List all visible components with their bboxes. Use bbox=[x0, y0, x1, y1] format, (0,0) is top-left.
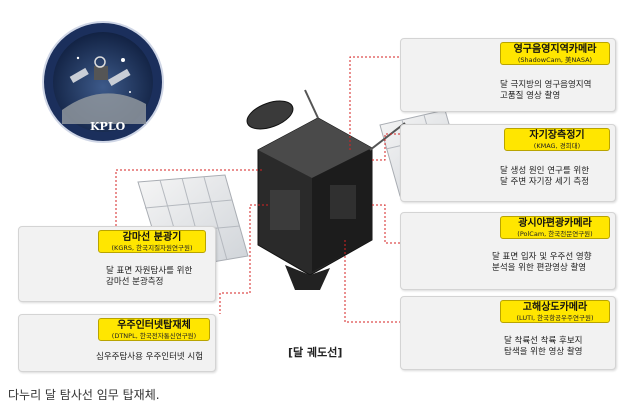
payload-title: 자기장측정기 bbox=[529, 130, 585, 141]
description-line: 달 극지방의 영구음영지역 bbox=[500, 80, 592, 90]
payload-description: 달 표면 입자 및 우주선 영향 분석을 위한 편광영상 촬영 bbox=[492, 252, 592, 274]
description-line: 달 착륙선 착륙 후보지 bbox=[504, 336, 583, 346]
description-line: 달 표면 입자 및 우주선 영향 bbox=[492, 252, 592, 262]
payload-affiliation: (ShadowCam, 美NASA) bbox=[517, 56, 593, 64]
payload-title: 우주인터넷탑재체 bbox=[117, 320, 191, 331]
payload-affiliation: (KMAG, 경희대) bbox=[533, 142, 581, 150]
description-line: 심우주탐사용 우주인터넷 시험 bbox=[96, 352, 204, 362]
payload-tag-shadowcam: 영구음영지역카메라 (ShadowCam, 美NASA) bbox=[500, 42, 610, 65]
orbiter-label: [달 궤도선] bbox=[288, 346, 343, 359]
payload-title: 광시야편광카메라 bbox=[518, 218, 592, 229]
description-line: 분석을 위한 편광영상 촬영 bbox=[492, 263, 587, 273]
kplo-mission-logo bbox=[42, 21, 164, 143]
payload-affiliation: (DTNPL, 한국전자통신연구원) bbox=[111, 332, 197, 340]
payload-description: 달 극지방의 영구음영지역 고품질 영상 촬영 bbox=[500, 80, 591, 102]
description-line: 고품질 영상 촬영 bbox=[500, 91, 561, 101]
payload-tag-kmag: 자기장측정기 (KMAG, 경희대) bbox=[504, 128, 610, 151]
payload-tag-dtnpl: 우주인터넷탑재체 (DTNPL, 한국전자통신연구원) bbox=[98, 318, 210, 341]
payload-tag-kgrs: 감마선 분광기 (KGRS, 한국지질자원연구원) bbox=[98, 230, 206, 253]
payload-affiliation: (KGRS, 한국지질자원연구원) bbox=[111, 244, 193, 252]
payload-tag-polcam: 광시야편광카메라 (PolCam, 한국천문연구원) bbox=[500, 216, 610, 239]
payload-affiliation: (LUTI, 한국항공우주연구원) bbox=[516, 314, 594, 322]
description-line: 탐색을 위한 영상 촬영 bbox=[504, 347, 583, 357]
payload-title: 영구음영지역카메라 bbox=[513, 44, 597, 55]
spacecraft-body bbox=[246, 89, 406, 290]
payload-title: 감마선 분광기 bbox=[122, 232, 182, 243]
payload-description: 달 생성 원인 연구를 위한 달 주변 자기장 세기 측정 bbox=[500, 166, 589, 188]
connector-lines bbox=[115, 56, 400, 323]
payload-affiliation: (PolCam, 한국천문연구원) bbox=[517, 230, 593, 238]
figure-caption: 다누리 달 탐사선 임무 탑재체. bbox=[8, 388, 160, 402]
payload-tag-luti: 고해상도카메라 (LUTI, 한국항공우주연구원) bbox=[500, 300, 610, 323]
payload-description: 심우주탐사용 우주인터넷 시험 bbox=[96, 352, 203, 363]
logo-text: KPLO bbox=[90, 120, 126, 133]
description-line: 달 생성 원인 연구를 위한 bbox=[500, 166, 590, 176]
payload-description: 달 착륙선 착륙 후보지 탐색을 위한 영상 촬영 bbox=[504, 336, 583, 358]
payload-description: 달 표면 자원탐사를 위한 감마선 분광측정 bbox=[106, 266, 192, 288]
description-line: 달 표면 자원탐사를 위한 bbox=[106, 266, 193, 276]
description-line: 달 주변 자기장 세기 측정 bbox=[500, 177, 590, 187]
description-line: 감마선 분광측정 bbox=[106, 277, 164, 287]
payload-title: 고해상도카메라 bbox=[522, 302, 588, 313]
